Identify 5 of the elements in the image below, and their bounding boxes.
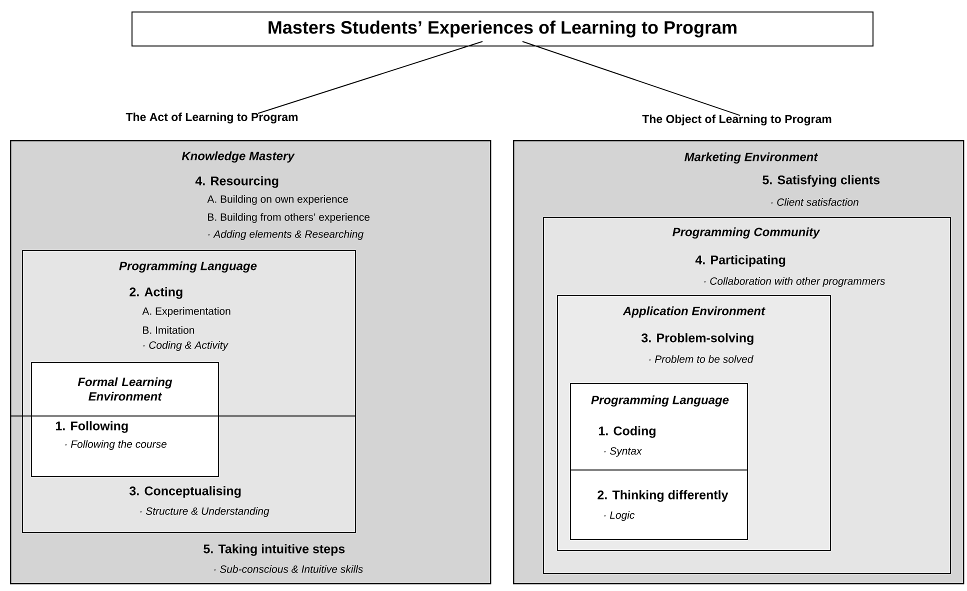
connector-line xyxy=(522,41,740,116)
section-heading: The Act of Learning to Program xyxy=(126,112,298,124)
section-heading: The Object of Learning to Program xyxy=(642,114,832,126)
connector-line xyxy=(258,41,483,114)
title-box: Masters Students’ Experiences of Learning to Program xyxy=(132,12,874,46)
